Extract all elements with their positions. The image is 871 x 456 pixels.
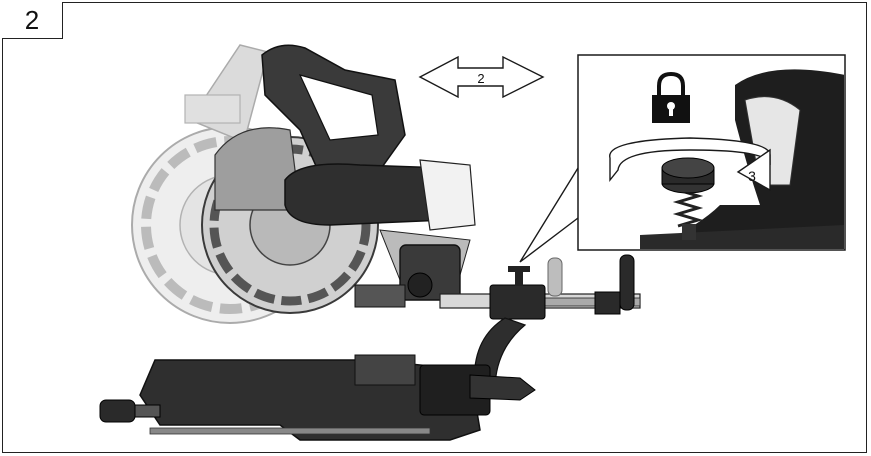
slide-rails: [439, 254, 641, 320]
arrow-label: 2: [477, 71, 484, 86]
zoom-inset: 3: [577, 54, 846, 251]
callout-pointer: [519, 167, 579, 263]
step-number: 2: [2, 2, 63, 39]
rotate-arrow-icon: 3: [609, 137, 771, 192]
callout-label: 3: [748, 168, 756, 184]
saw-base: [99, 354, 536, 441]
double-arrow-icon: 2: [418, 55, 545, 99]
pivot-assembly: [354, 244, 461, 308]
lock-icon: [652, 71, 690, 123]
